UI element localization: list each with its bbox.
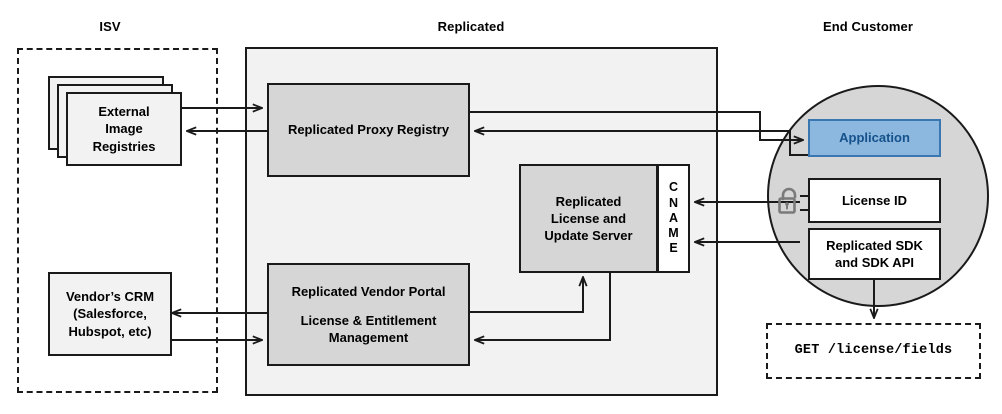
application-node[interactable]: Application — [808, 119, 941, 157]
replicated-sdk-line-2: and SDK API — [835, 255, 914, 270]
replicated-license-update-server-node[interactable]: Replicated License and Update Server — [519, 164, 658, 273]
zone-label-isv: ISV — [99, 19, 121, 34]
external-image-registries-line-3: Registries — [92, 138, 156, 154]
vendors-crm-line-1: Vendor’s CRM — [65, 289, 155, 305]
cname-letter-a: A — [668, 210, 679, 225]
license-update-server-line-2: License and — [550, 210, 627, 226]
replicated-proxy-registry-label: Replicated Proxy Registry — [287, 122, 450, 138]
cname-letter-n: N — [668, 195, 679, 210]
cname-letter-c: C — [668, 180, 679, 195]
external-image-registries-line-2: Image — [105, 121, 143, 137]
isv-boundary — [17, 48, 218, 393]
vendors-crm-line-2: (Salesforce, — [73, 306, 147, 322]
cname-letter-m: M — [668, 226, 679, 241]
vendor-portal-line-3: Management — [328, 330, 409, 346]
api-request-label: GET /license/fields — [794, 343, 953, 359]
external-image-registries-line-1: External — [98, 104, 150, 120]
unlocked-padlock-icon — [776, 186, 802, 216]
cname-letter-e: E — [669, 241, 678, 256]
replicated-proxy-registry-node[interactable]: Replicated Proxy Registry — [267, 83, 470, 177]
replicated-sdk-node[interactable]: Replicated SDK and SDK API — [808, 228, 941, 280]
replicated-sdk-line-1: Replicated SDK — [826, 237, 923, 253]
license-id-node[interactable]: License ID — [808, 178, 941, 223]
zone-label-end-customer: End Customer — [822, 19, 914, 34]
cname-strip[interactable]: C N A M E — [657, 164, 690, 273]
license-update-server-line-3: Update Server — [544, 228, 633, 244]
api-request-node: GET /license/fields — [766, 323, 981, 379]
license-id-label: License ID — [841, 192, 908, 208]
license-update-server-line-1: Replicated — [555, 193, 622, 209]
vendors-crm-node[interactable]: Vendor’s CRM (Salesforce, Hubspot, etc) — [48, 272, 172, 356]
zone-label-replicated: Replicated — [437, 19, 505, 34]
external-image-registries-node[interactable]: External Image Registries — [66, 92, 182, 166]
vendor-portal-line-1: Replicated Vendor Portal — [291, 283, 446, 299]
replicated-vendor-portal-node[interactable]: Replicated Vendor Portal License & Entit… — [267, 263, 470, 366]
vendor-portal-line-2: License & Entitlement — [300, 312, 437, 328]
api-request-boundary — [766, 323, 981, 379]
application-label: Application — [839, 130, 910, 146]
vendors-crm-line-3: Hubspot, etc) — [68, 323, 152, 339]
